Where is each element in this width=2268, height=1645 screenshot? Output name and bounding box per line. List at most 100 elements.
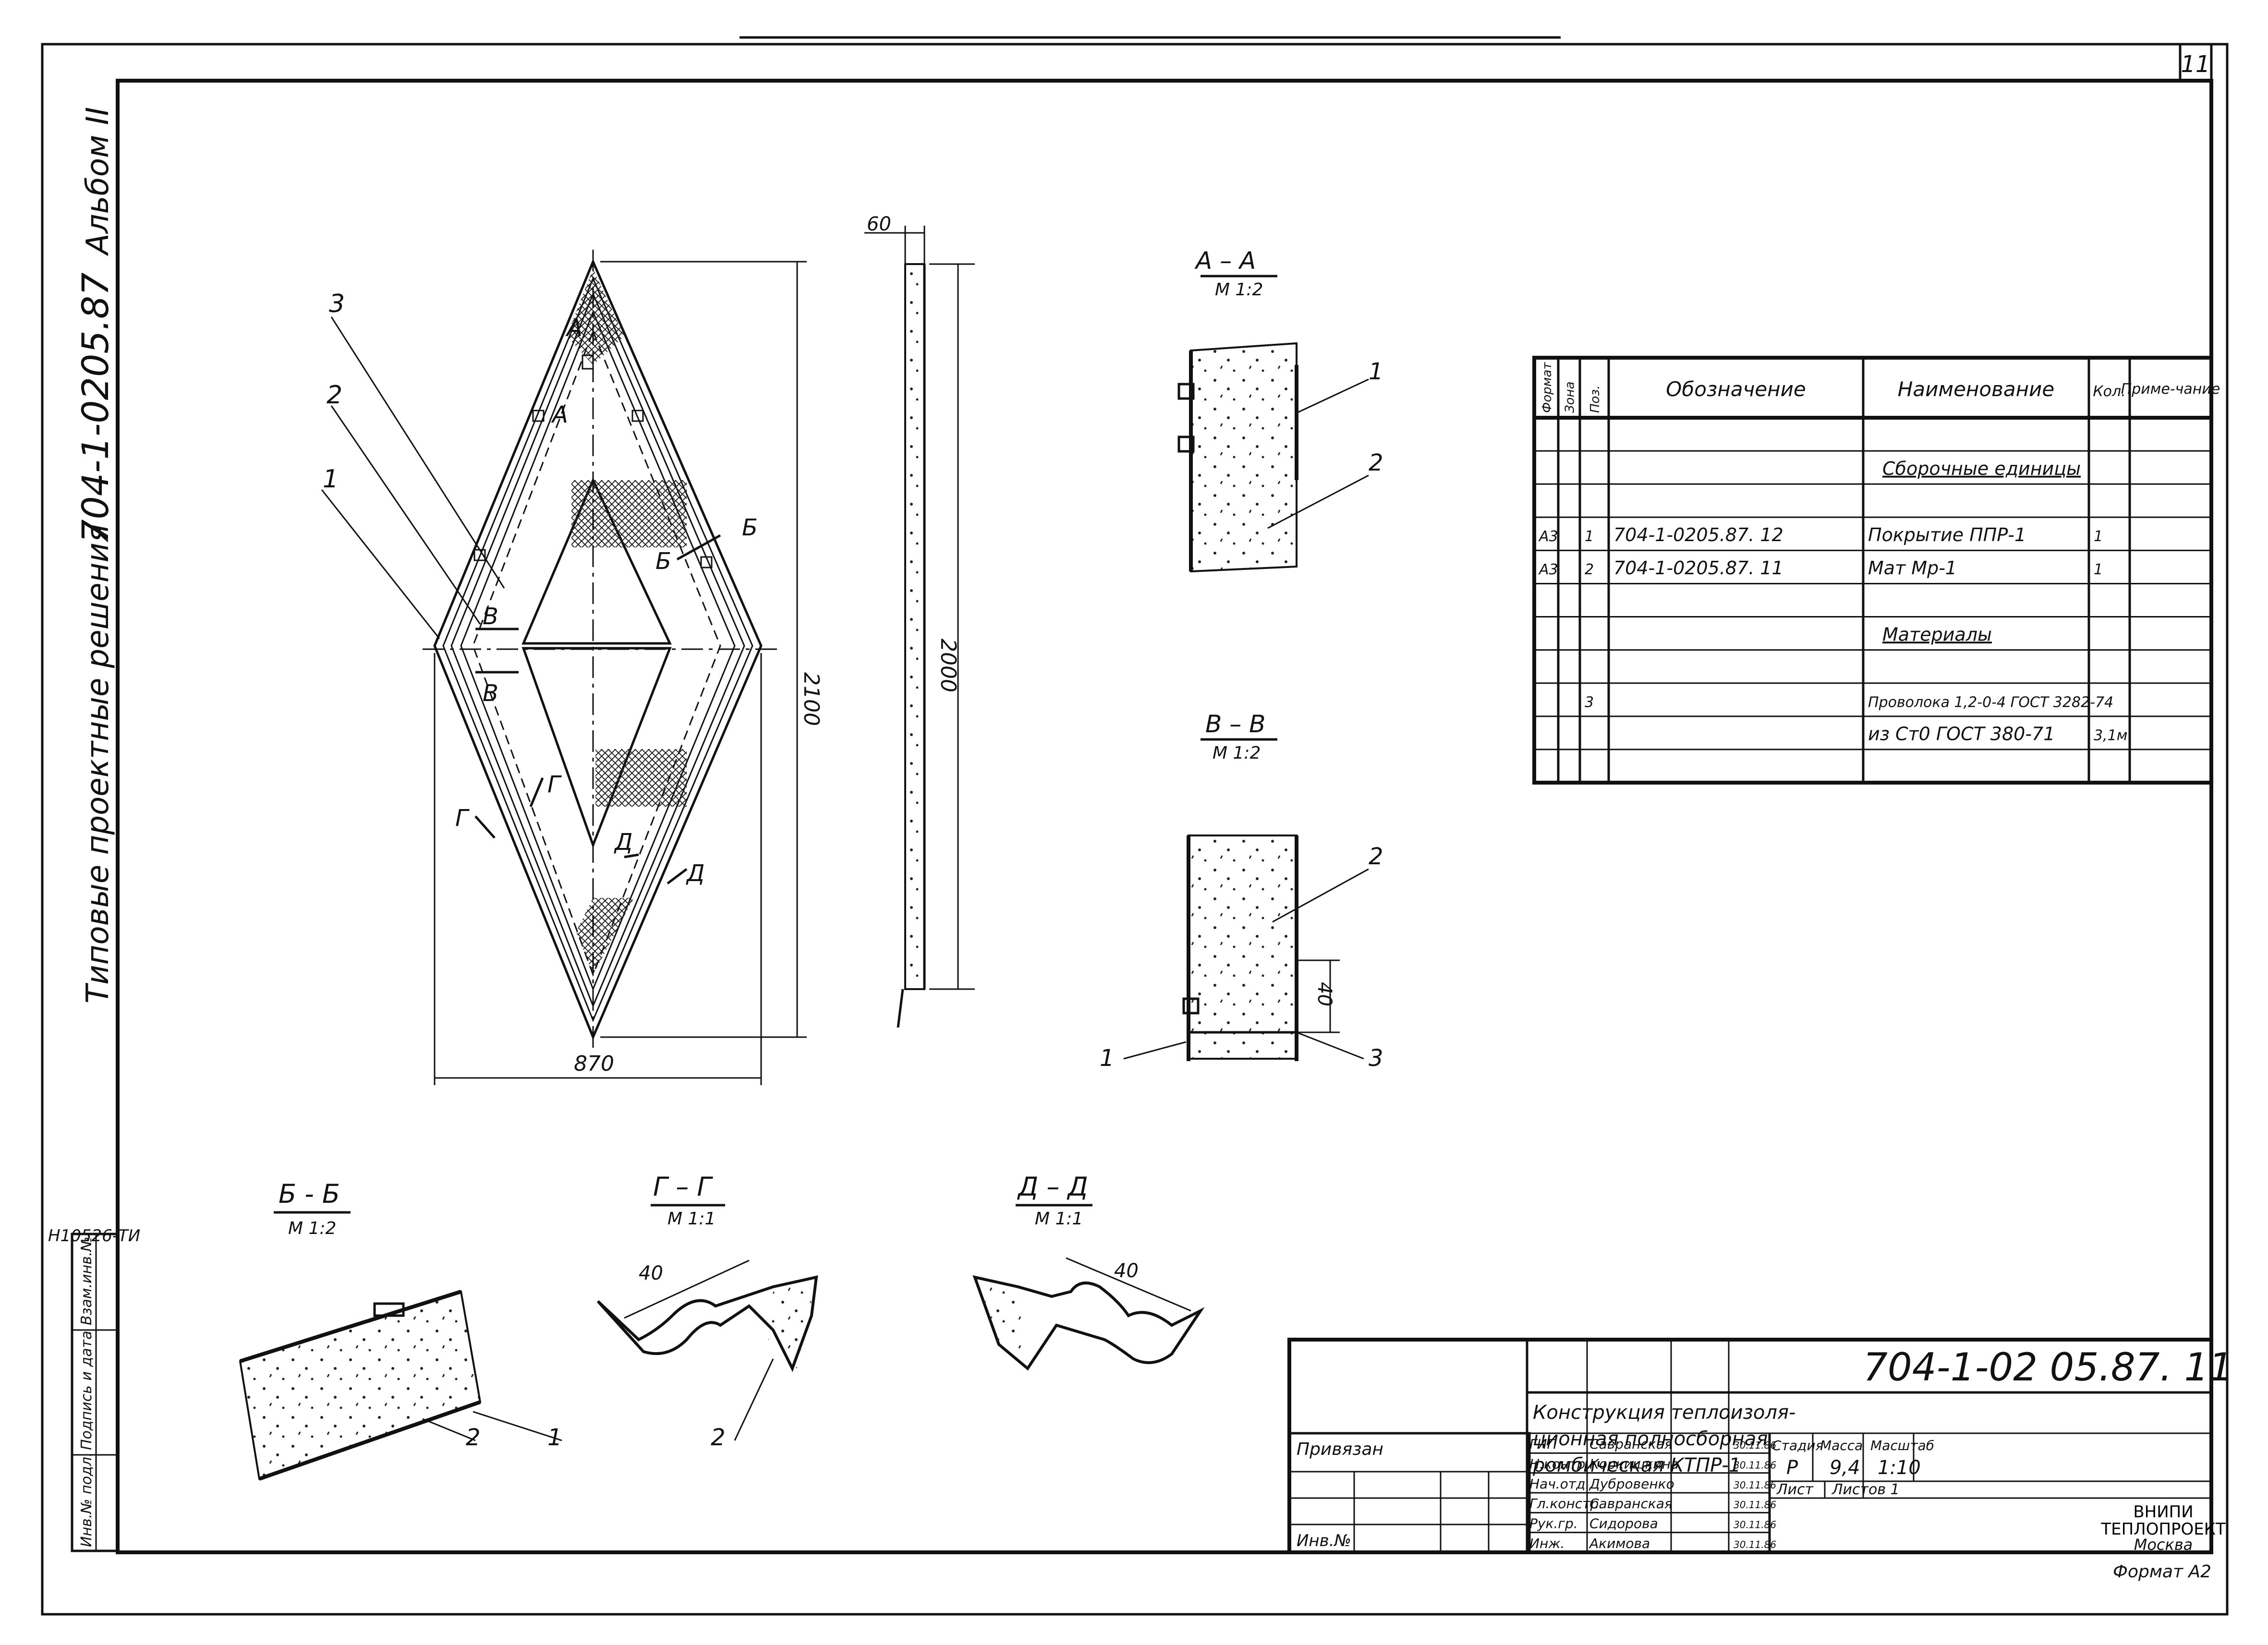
- spec-cell-r9-c4: из Ст0 ГОСТ 380-71: [1868, 724, 2055, 745]
- sheet-label: Лист: [1776, 1481, 1814, 1498]
- signature-role: ГИП: [1529, 1436, 1557, 1452]
- cut-d-right: Д: [686, 860, 705, 887]
- side-view: 60 2000: [864, 213, 975, 1028]
- signature-name: Савранская: [1589, 1436, 1673, 1452]
- main-rhombus-view: 3 2 1 А А Б Б В В Г Г Д Д 2100 870: [321, 250, 824, 1085]
- cut-b-right: Б: [742, 514, 758, 541]
- signature-role: Рук.гр.: [1529, 1516, 1578, 1532]
- section-bb-title: Б - Б: [279, 1179, 340, 1209]
- section-aa: А – А М 1:2 1 2: [1177, 247, 1383, 573]
- org-line-3: Москва: [2134, 1536, 2193, 1554]
- section-bb-label-1: 1: [547, 1424, 562, 1451]
- album-number: Альбом II: [80, 107, 116, 256]
- callout-1: 1: [323, 465, 339, 494]
- title-line-2: ционная полносборная: [1533, 1428, 1768, 1450]
- title-line-1: Конструкция теплоизоля-: [1533, 1402, 1795, 1424]
- signature-role: Гл.констр.: [1529, 1496, 1603, 1512]
- album-code: 704-1-0205.87: [74, 272, 117, 543]
- mass-value: 9,4: [1830, 1457, 1860, 1479]
- signature-date: 30.11.86: [1734, 1479, 1776, 1491]
- spec-cell-r4-c3: 704-1-0205.87. 11: [1613, 557, 1783, 579]
- section-vv-scale: М 1:2: [1213, 743, 1261, 763]
- section-vv-label-3: 3: [1369, 1045, 1383, 1072]
- section-vv-label-2: 2: [1369, 843, 1383, 870]
- signature-date: 30.11.86: [1734, 1539, 1776, 1550]
- section-dd-dim: 40: [1114, 1260, 1139, 1282]
- spec-cell-r8-c2: 3: [1585, 694, 1594, 711]
- signature-date: 30.11.86: [1734, 1499, 1776, 1511]
- spec-cell-r4-c4: Мат Мр-1: [1868, 557, 1957, 579]
- section-bb: Б - Б М 1:2 2 1: [239, 1179, 562, 1481]
- stage-header: Стадия: [1772, 1438, 1823, 1453]
- spec-cell-r3-c3: 704-1-0205.87. 12: [1613, 524, 1783, 545]
- cut-a: А: [551, 401, 568, 428]
- dim-height: 2100: [799, 672, 824, 726]
- section-aa-title: А – А: [1194, 247, 1256, 275]
- stamp-inv-label: Инв.№ подл.: [78, 1452, 95, 1547]
- signature-date: 30.11.86: [1734, 1519, 1776, 1531]
- left-stamp: Инв.№ подл. Подпись и дата Взам.инв.№: [71, 1233, 119, 1552]
- spec-cell-r3-c2: 1: [1585, 528, 1594, 545]
- callout-2: 2: [327, 381, 342, 410]
- title-block: [1287, 1338, 2213, 1554]
- mass-header: Масса: [1820, 1438, 1863, 1453]
- section-gg-title: Г – Г: [653, 1172, 713, 1202]
- cut-g-left: Г: [455, 805, 470, 832]
- scale-value: 1:10: [1878, 1457, 1921, 1479]
- signature-date: 30.11.86: [1734, 1460, 1776, 1471]
- linked-label: Привязан: [1297, 1439, 1383, 1459]
- stage-value: Р: [1786, 1457, 1798, 1479]
- spec-cell-r4-c2: 2: [1585, 561, 1594, 578]
- stamp-replace-label: Взам.инв.№: [78, 1236, 95, 1325]
- spec-header-6: Приме-чание: [2121, 381, 2220, 398]
- spec-cell-r3-c0: А3: [1538, 528, 1558, 545]
- inventory-code: Н10526-ТИ: [48, 1226, 140, 1246]
- page-number: 11: [2181, 51, 2210, 78]
- spec-cell-r4-c5: 1: [2094, 561, 2103, 578]
- signature-date: 30.11.86: [1734, 1439, 1776, 1451]
- spec-cell-r8-c4: Проволока 1,2-0-4 ГОСТ 3282-74: [1868, 694, 2113, 711]
- page-number-box: [2179, 43, 2213, 82]
- inv-label: Инв.№: [1297, 1531, 1351, 1550]
- cut-v-bottom: В: [483, 680, 498, 707]
- sheets-label: Листов 1: [1831, 1481, 1900, 1498]
- cut-d: Д: [614, 829, 633, 856]
- cut-g: Г: [547, 771, 562, 798]
- section-dd-title: Д – Д: [1017, 1172, 1088, 1202]
- section-vv-title: В – В: [1205, 710, 1265, 738]
- signature-name: Дубровенко: [1589, 1476, 1674, 1492]
- section-bb-label-2: 2: [466, 1424, 481, 1451]
- spec-header-1: Зона: [1563, 381, 1577, 413]
- cut-v-top: В: [483, 603, 498, 630]
- signature-role: Нач.отд.: [1529, 1476, 1589, 1492]
- format-label: Формат А2: [2113, 1562, 2211, 1582]
- signature-role: Н.контр.: [1529, 1456, 1589, 1472]
- signature-name: Акимова: [1589, 1536, 1650, 1551]
- dim-width: 870: [574, 1052, 614, 1076]
- section-vv-dim: 40: [1313, 982, 1335, 1006]
- side-dim-length: 2000: [936, 639, 960, 692]
- spec-header-4: Наименование: [1898, 377, 2054, 401]
- side-dim-top: 60: [867, 213, 891, 235]
- signature-name: Савранская: [1589, 1496, 1673, 1512]
- scale-header: Масштаб: [1870, 1438, 1934, 1453]
- cut-a-top: А: [565, 315, 582, 342]
- section-dd: Д – Д М 1:1 40: [972, 1172, 1205, 1371]
- spec-table: [1532, 356, 2213, 785]
- section-aa-scale: М 1:2: [1215, 280, 1263, 300]
- section-aa-label-2: 2: [1369, 449, 1383, 476]
- series-caption: Типовые проектные решения: [80, 524, 116, 1004]
- spec-cell-r4-c0: А3: [1538, 561, 1558, 578]
- org-line-2: ТЕПЛОПРОЕКТ: [2100, 1520, 2226, 1539]
- spec-cell-r1-c4: Сборочные единицы: [1882, 458, 2081, 479]
- spec-cell-r3-c4: Покрытие ППР-1: [1868, 524, 2026, 545]
- section-gg-scale: М 1:1: [667, 1209, 716, 1229]
- spec-header-3: Обозначение: [1666, 377, 1806, 401]
- section-gg: Г – Г М 1:1 40 2: [596, 1172, 818, 1451]
- section-aa-label-1: 1: [1369, 358, 1383, 385]
- stamp-signature-label: Подпись и дата: [78, 1331, 95, 1451]
- album-caption: Типовые проектные решения 704-1-0205.87 …: [74, 107, 117, 1004]
